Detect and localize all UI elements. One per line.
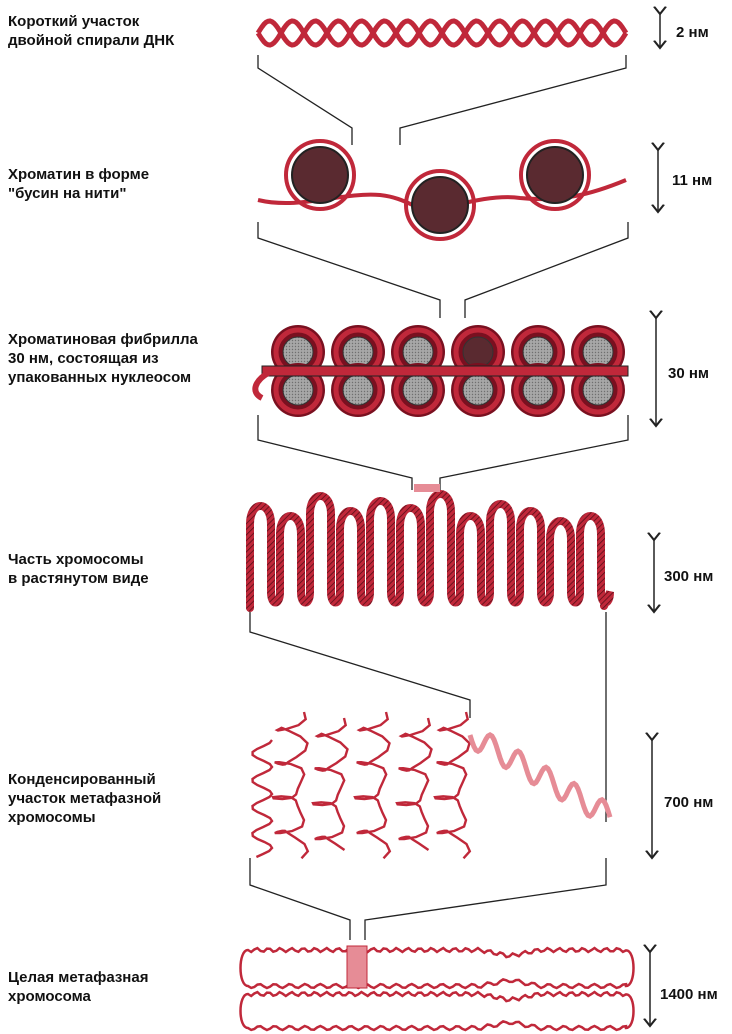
condensed-loop-column [397, 718, 432, 850]
chromatid-upper [241, 948, 634, 988]
connector-lines-3 [258, 415, 628, 490]
condensed-fringe [252, 740, 272, 857]
chromatid-lower [241, 992, 634, 1030]
fibril-linker-band [262, 366, 628, 376]
scale-arrows [650, 14, 660, 1026]
condensed-loop-column [435, 712, 470, 858]
extended-chromosome-loops [250, 484, 610, 608]
condensed-metaphase-section [252, 712, 610, 858]
nucleosome-bead [521, 141, 589, 209]
unwinding-coil [470, 735, 610, 817]
beads-on-string [258, 141, 626, 239]
condensed-loop-column [273, 712, 308, 858]
connector-lines-1 [258, 55, 626, 145]
chromatin-fibril-30nm [255, 325, 628, 417]
fibril-tail [255, 372, 270, 398]
dna-double-helix [258, 21, 626, 45]
condensed-loop-column [313, 718, 348, 850]
condensed-loop-column [355, 712, 390, 858]
whole-metaphase-chromosome [241, 946, 634, 1030]
fibril-segment-highlight [414, 484, 440, 492]
connector-lines-5 [250, 858, 606, 940]
condensed-section-highlight [347, 946, 367, 988]
nucleosome-bead [406, 171, 474, 239]
connector-lines-4 [250, 612, 606, 822]
connector-lines-2 [258, 222, 628, 318]
nucleosome-bead [286, 141, 354, 209]
